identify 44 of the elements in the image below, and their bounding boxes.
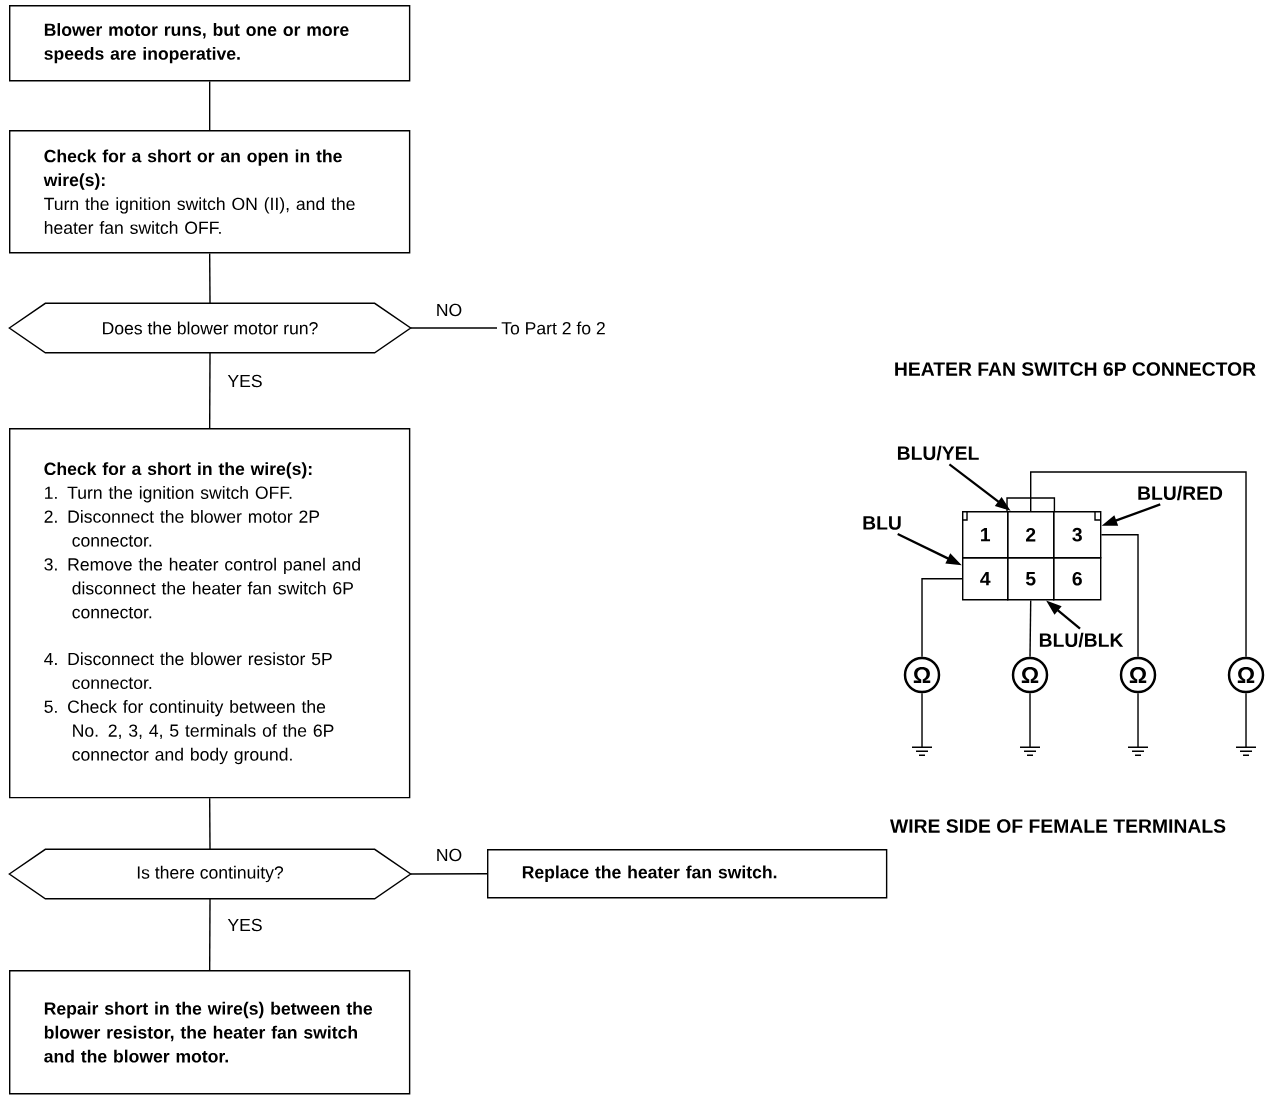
destination-text: To Part 2 fo 2 — [501, 321, 605, 335]
diagram-caption: HEATER FAN SWITCH 6P CONNECTOR — [895, 362, 1256, 376]
heading-text: Check for a short in the wire(s): — [44, 462, 312, 479]
step-text: Blower motor runs, but one or more speeds are inoperative. — [44, 23, 349, 64]
heading-text: Check for a short or an open in the wire(s): — [43, 149, 342, 190]
diagram-caption: WIRE SIDE OF FEMALE TERMINALS — [890, 819, 1226, 833]
step-box — [9, 130, 411, 254]
terminal-cell: 6 — [1053, 557, 1102, 601]
step-text: Replace the heater fan switch. — [522, 865, 777, 882]
connector-line — [208, 898, 211, 971]
step-text: Turn the ignition switch ON (II), and the heater fan switch OFF. — [44, 197, 355, 234]
connector-line — [208, 80, 211, 131]
step-text: 3. Remove the heater control panel and disconnect the heater fan switch 6P connector. — [44, 557, 360, 619]
wire-color-label: BLU/BLK — [1039, 632, 1124, 648]
step-box — [9, 970, 411, 1095]
terminal-cell: 5 — [1007, 557, 1055, 601]
step-text: 5. Check for continuity between the No. 2, 3, 4, 5 terminals of the 6P connector and body ground. — [44, 700, 334, 765]
wire-color-label: BLU/YEL — [897, 445, 979, 461]
step-box — [487, 849, 888, 899]
step-text: 4. Disconnect the blower resistor 5P connector. — [44, 652, 332, 690]
connector-line — [409, 327, 498, 329]
wire-color-label: BLU — [863, 516, 901, 530]
connector-line — [208, 797, 211, 851]
wire — [921, 578, 963, 658]
connector-line — [409, 873, 488, 875]
wire — [1029, 599, 1032, 658]
connector-line — [208, 252, 211, 304]
edge-label: YES — [225, 373, 265, 389]
wire-color-label: BLU/RED — [1138, 485, 1223, 501]
terminal-cell: 3 — [1053, 511, 1102, 559]
wire — [1030, 471, 1247, 658]
terminal-cell: 2 — [1006, 497, 1056, 559]
step-text: 1. Turn the ignition switch OFF. — [45, 486, 292, 503]
edge-label: NO — [434, 302, 464, 318]
edge-label: YES — [225, 917, 265, 933]
edge-label: NO — [434, 847, 464, 863]
terminal-cell: 1 — [962, 511, 1009, 559]
terminal-cell: 4 — [962, 557, 1009, 601]
wire — [1100, 534, 1139, 658]
step-box — [9, 428, 411, 799]
step-box — [9, 5, 411, 82]
step-text: Repair short in the wire(s) between the blower resistor, the heater fan switch and the blower motor. — [44, 1001, 373, 1063]
connector-line — [208, 352, 211, 429]
step-text: 2. Disconnect the blower motor 2P connector. — [44, 509, 320, 547]
